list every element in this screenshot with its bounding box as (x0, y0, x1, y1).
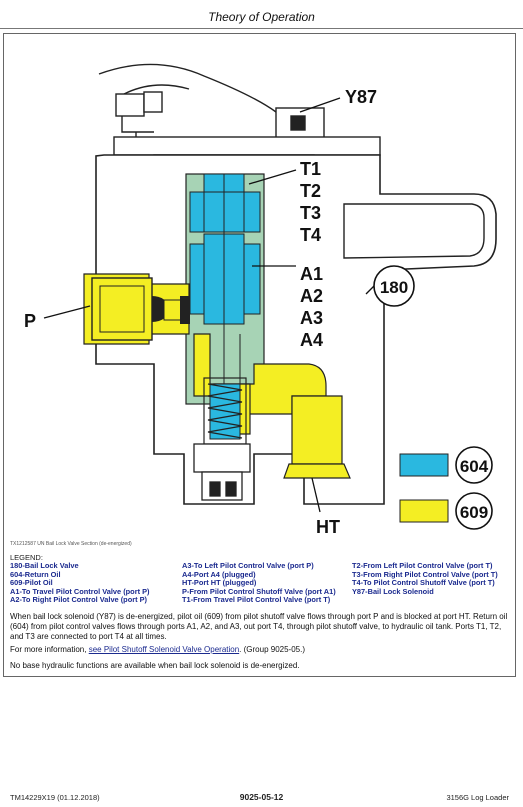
legend-item: HT-Port HT (plugged) (182, 578, 257, 588)
label-a2: A2 (300, 286, 323, 306)
callout-180: 180 (380, 278, 408, 297)
more-info-prefix: For more information, (10, 645, 89, 654)
legend-item: 604-Return Oil (10, 569, 61, 579)
key-circle-604 (455, 446, 493, 484)
header-rule (0, 28, 523, 29)
footer-model: 3156G Log Loader (446, 793, 509, 802)
legend-item (352, 596, 510, 605)
key-swatch-604 (399, 453, 449, 477)
figure-caption: TX1212587 UN Bail Lock Valve Section (de… (10, 541, 132, 547)
label-t4: T4 (300, 225, 321, 245)
key-circle-609 (455, 492, 493, 530)
legend-item: A1-To Travel Pilot Control Valve (port P… (10, 586, 150, 596)
footer-page-number: 9025-05-12 (239, 792, 284, 802)
more-info-suffix: . (Group 9025-05.) (239, 645, 305, 654)
label-a3: A3 (300, 308, 323, 328)
figure-frame (3, 33, 516, 677)
spool-lines (209, 174, 241, 384)
label-a4: A4 (300, 330, 323, 350)
legend-item: Y87-Bail Lock Solenoid (352, 586, 434, 596)
paragraph-more-info: For more information, see Pilot Shutoff … (10, 645, 513, 655)
color-key: 604 609 (399, 446, 493, 530)
label-t3: T3 (300, 203, 321, 223)
label-ht: HT (316, 517, 340, 537)
legend-item: T4-To Pilot Control Shutoff Valve (port … (352, 578, 495, 588)
label-y87: Y87 (345, 87, 377, 107)
key-swatch-609 (399, 499, 449, 523)
legend: 180-Bail Lock Valve A3-To Left Pilot Cont… (10, 561, 510, 605)
paragraph-operation: When bail lock solenoid (Y87) is de-ener… (10, 612, 508, 642)
bottom-plug (193, 443, 251, 501)
label-t1: T1 (300, 159, 321, 179)
callout-180-circle (373, 265, 415, 307)
footer-doc-id: TM14229X19 (01.12.2018) (10, 793, 100, 802)
pilot-shutoff-link[interactable]: see Pilot Shutoff Solenoid Valve Operati… (88, 645, 240, 654)
legend-item: T3-From Right Pilot Control Valve (port … (352, 569, 498, 579)
port-p-fitting (91, 277, 190, 341)
key-code-604: 604 (460, 457, 489, 476)
legend-item: 180-Bail Lock Valve (10, 561, 79, 570)
leader-lines (43, 97, 377, 513)
bail-lock-valve-diagram: Y87 T1 T2 T3 T4 A1 A2 A3 A4 P HT 180 604… (24, 63, 497, 537)
legend-item: T1-From Travel Pilot Control Valve (port… (182, 595, 331, 605)
legend-item: P-From Pilot Control Shutoff Valve (port… (182, 586, 336, 596)
legend-item: T2-From Left Pilot Control Valve (port T… (352, 561, 493, 570)
label-p: P (24, 311, 36, 331)
page-header: Theory of Operation (208, 10, 315, 24)
body-cutout (343, 203, 485, 259)
legend-item: 609-Pilot Oil (10, 578, 53, 588)
legend-item: A3-To Left Pilot Control Valve (port P) (182, 561, 314, 570)
label-a1: A1 (300, 264, 323, 284)
legend-title: LEGEND: (10, 553, 43, 562)
legend-item: A2-To Right Pilot Control Valve (port P) (10, 595, 147, 605)
legend-item: A4-Port A4 (plugged) (182, 569, 256, 579)
key-code-609: 609 (460, 503, 488, 522)
solenoid-wiring (98, 63, 277, 144)
label-t2: T2 (300, 181, 321, 201)
paragraph-no-functions: No base hydraulic functions are availabl… (10, 661, 300, 670)
